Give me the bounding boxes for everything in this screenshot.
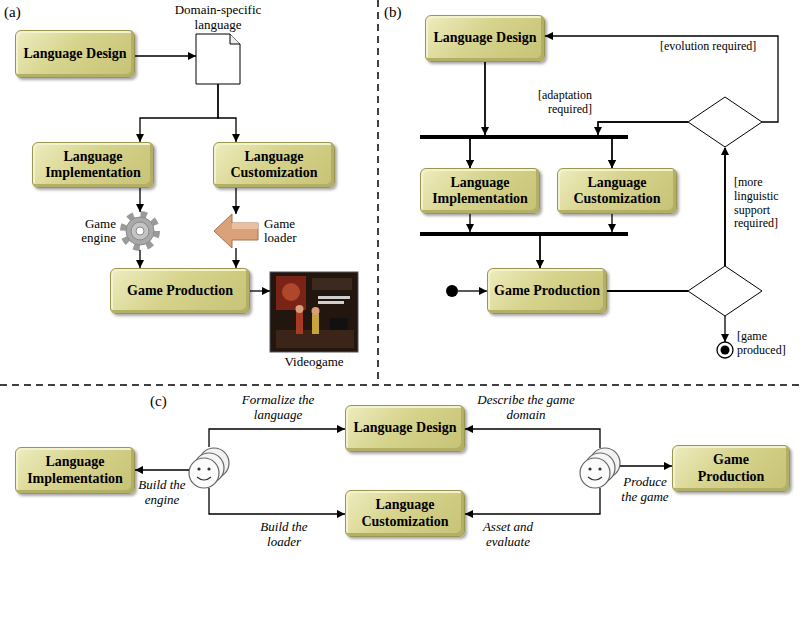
box-label: Language Implementation	[22, 454, 128, 486]
process-box: Game Production	[487, 268, 607, 314]
process-box: Game Production	[110, 268, 250, 314]
guard-label: [game produced]	[737, 330, 799, 358]
box-label: Language Design	[353, 420, 456, 436]
box-label: Game Production	[494, 283, 600, 299]
flow-connector	[470, 214, 540, 268]
guard-label: [adaptation required]	[518, 89, 592, 117]
box-label: Language Customization	[220, 149, 328, 181]
panel-divider	[377, 0, 379, 383]
actor-icon	[189, 448, 229, 488]
role-label: Asset and evaluate	[472, 520, 544, 550]
box-label: Language Customization	[564, 175, 670, 207]
box-label: Language Design	[23, 46, 126, 62]
document-icon: Domain-specific language	[196, 34, 240, 84]
join-bar	[420, 232, 628, 236]
actor-icon	[580, 448, 620, 488]
engine-gear: Game engine	[122, 212, 158, 250]
gear-art	[124, 215, 156, 247]
box-label: Language Implementation	[39, 149, 147, 181]
process-box: Language Design	[425, 15, 545, 62]
process-box: Language Design	[345, 405, 465, 452]
box-label: Game Production	[127, 283, 233, 299]
guard-label: [evolution required]	[660, 40, 772, 54]
process-box: Language Design	[15, 30, 135, 78]
flow-connector	[139, 188, 140, 212]
role-label: Produce the game	[620, 475, 670, 505]
flow-connector	[235, 248, 236, 268]
box-label: Language Implementation	[427, 175, 533, 207]
role-label: Formalize the language	[222, 393, 334, 423]
process-box: Language Customization	[213, 142, 335, 188]
decision-diamond	[688, 97, 762, 147]
flow-connector	[250, 290, 270, 291]
panel-label: (a)	[4, 4, 34, 21]
icon-caption: Game engine	[66, 217, 116, 246]
flow-connector	[540, 214, 612, 268]
process-box: Game Production	[672, 445, 790, 492]
flow-connector	[135, 55, 196, 56]
fork-bar	[420, 135, 628, 139]
decision-diamond	[688, 266, 762, 316]
document-art	[196, 34, 240, 84]
process-box: Language Implementation	[15, 447, 135, 494]
end-flow	[724, 316, 725, 342]
flow-connector	[218, 84, 236, 142]
process-box: Language Implementation	[32, 142, 154, 188]
end-node	[717, 342, 733, 358]
flow-connector	[485, 62, 612, 168]
flow-connector	[545, 36, 778, 291]
box-label: Language Design	[433, 30, 536, 46]
end-node	[721, 346, 730, 355]
game-screenshot: Videogame	[270, 272, 358, 352]
panel-label: (c)	[150, 393, 180, 410]
role-label: Describe the game domain	[476, 393, 576, 423]
flow-connector	[470, 62, 485, 168]
role-label: Build the engine	[136, 478, 188, 508]
flow-connector	[139, 250, 140, 268]
process-box: Language Customization	[557, 168, 677, 214]
start-node	[446, 285, 458, 297]
loader-arrow: Game loader	[214, 214, 258, 248]
icon-caption: Domain-specific language	[168, 3, 268, 32]
icon-caption: Videogame	[269, 355, 359, 369]
box-label: Game Production	[679, 452, 783, 484]
screenshot-art	[270, 272, 358, 352]
start-flow	[458, 290, 487, 291]
process-box: Language Implementation	[420, 168, 540, 214]
flow-connector	[140, 84, 218, 142]
role-label: Build the loader	[248, 520, 320, 550]
box-label: Language Customization	[352, 497, 458, 529]
panel-label: (b)	[384, 4, 414, 21]
guard-label: [more linguistic support required]	[734, 176, 798, 231]
loader-arrow-art	[214, 214, 258, 248]
process-box: Language Customization	[345, 490, 465, 537]
icon-caption: Game loader	[264, 217, 314, 246]
panel-divider	[0, 384, 803, 386]
flow-connector	[235, 188, 236, 214]
